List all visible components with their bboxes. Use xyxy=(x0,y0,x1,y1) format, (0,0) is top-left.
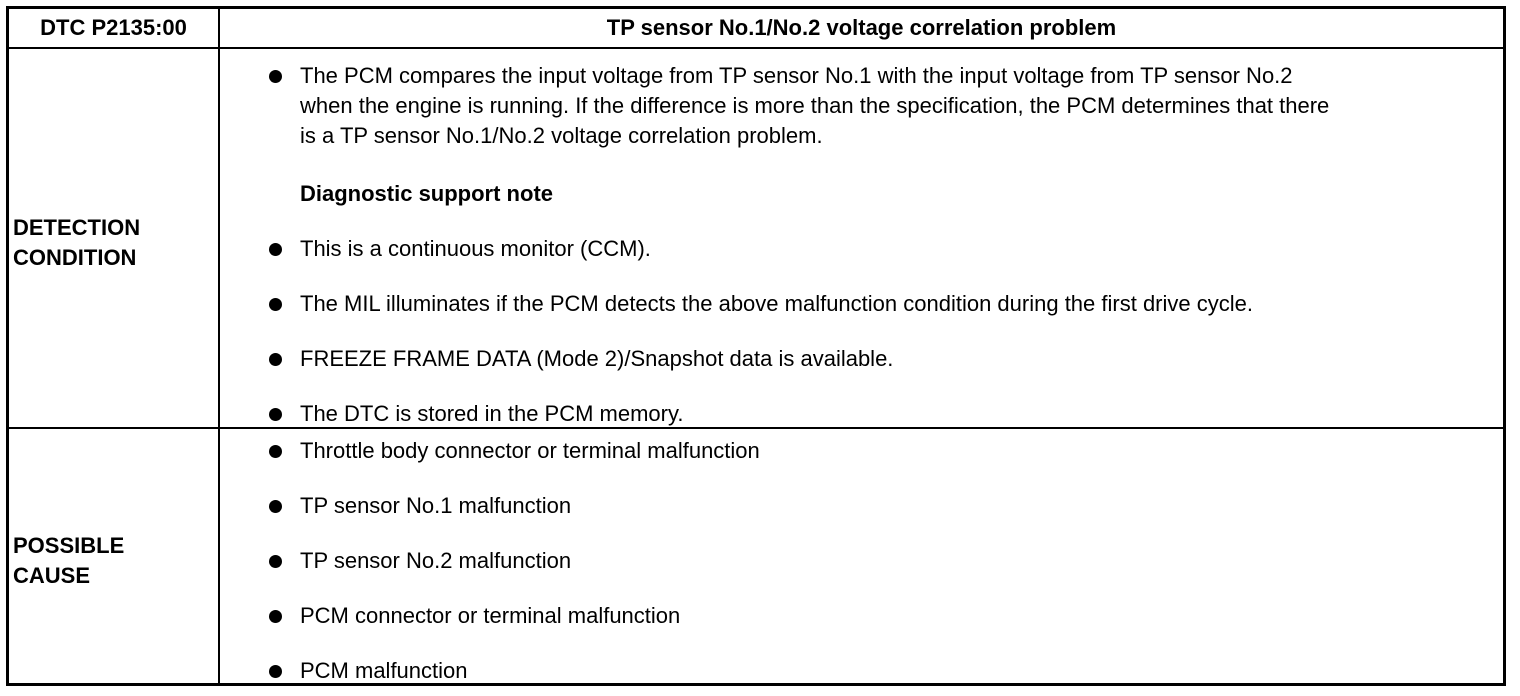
possible-cause-label-cell: POSSIBLE CAUSE xyxy=(9,429,220,686)
list-item: PCM malfunction xyxy=(269,656,1473,686)
dtc-code-cell: DTC P2135:00 xyxy=(9,9,220,47)
text-line: is a TP sensor No.1/No.2 voltage correla… xyxy=(300,123,823,148)
bullet-icon xyxy=(269,353,282,366)
list-item: The PCM compares the input voltage from … xyxy=(269,61,1473,151)
list-item-text: TP sensor No.1 malfunction xyxy=(300,493,572,518)
bullet-icon xyxy=(269,555,282,568)
label-line: DETECTION xyxy=(13,215,141,240)
list-item-text: This is a continuous monitor (CCM). xyxy=(300,236,651,261)
list-item: The DTC is stored in the PCM memory. xyxy=(269,399,1473,429)
bullet-icon xyxy=(269,408,282,421)
list-item: Throttle body connector or terminal malf… xyxy=(269,436,1473,466)
bullet-icon xyxy=(269,243,282,256)
list-item-text: PCM malfunction xyxy=(300,658,468,683)
list-item: FREEZE FRAME DATA (Mode 2)/Snapshot data… xyxy=(269,344,1473,374)
list-item-text: PCM connector or terminal malfunction xyxy=(300,603,681,628)
list-item: TP sensor No.2 malfunction xyxy=(269,546,1473,576)
text-line: when the engine is running. If the diffe… xyxy=(300,93,1330,118)
detection-condition-label: DETECTION CONDITION xyxy=(13,213,140,273)
list-item: The MIL illuminates if the PCM detects t… xyxy=(269,289,1473,319)
dtc-table: DTC P2135:00 TP sensor No.1/No.2 voltage… xyxy=(6,6,1506,686)
list-item-text: TP sensor No.2 malfunction xyxy=(300,548,572,573)
bullet-icon xyxy=(269,610,282,623)
bullet-icon xyxy=(269,445,282,458)
list-item-text: The MIL illuminates if the PCM detects t… xyxy=(300,291,1253,316)
bullet-icon xyxy=(269,665,282,678)
diagnostic-support-note-heading: Diagnostic support note xyxy=(300,181,553,206)
possible-cause-body: Throttle body connector or terminal malf… xyxy=(220,429,1503,686)
list-item: This is a continuous monitor (CCM). xyxy=(269,234,1473,264)
possible-cause-row: POSSIBLE CAUSE Throttle body connector o… xyxy=(9,429,1503,686)
list-item-text: Throttle body connector or terminal malf… xyxy=(300,438,760,463)
possible-cause-label: POSSIBLE CAUSE xyxy=(13,531,124,591)
list-item-text: FREEZE FRAME DATA (Mode 2)/Snapshot data… xyxy=(300,346,894,371)
detection-condition-label-cell: DETECTION CONDITION xyxy=(9,49,220,427)
list-item-text: The DTC is stored in the PCM memory. xyxy=(300,401,684,426)
detection-condition-body: The PCM compares the input voltage from … xyxy=(220,49,1503,427)
list-item: PCM connector or terminal malfunction xyxy=(269,601,1473,631)
dtc-title-cell: TP sensor No.1/No.2 voltage correlation … xyxy=(606,15,1117,40)
detection-condition-row: DETECTION CONDITION The PCM compares the… xyxy=(9,49,1503,429)
bullet-icon xyxy=(269,298,282,311)
text-line: The PCM compares the input voltage from … xyxy=(300,63,1293,88)
list-item: TP sensor No.1 malfunction xyxy=(269,491,1473,521)
bullet-icon xyxy=(269,500,282,513)
table-header-row: DTC P2135:00 TP sensor No.1/No.2 voltage… xyxy=(9,9,1503,49)
label-line: CONDITION xyxy=(13,245,137,270)
label-line: POSSIBLE xyxy=(13,533,125,558)
label-line: CAUSE xyxy=(13,563,91,588)
bullet-icon xyxy=(269,70,282,83)
